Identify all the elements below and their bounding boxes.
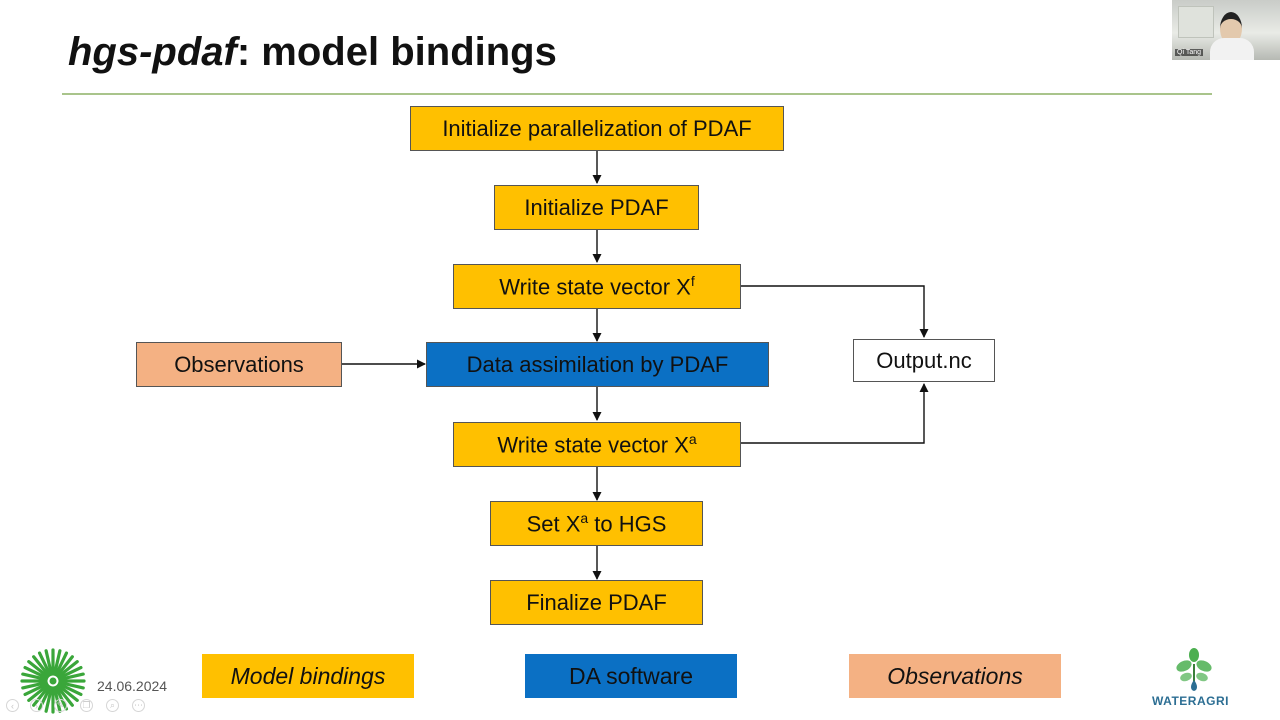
- logo-ray: [23, 665, 49, 680]
- observations-label: Observations: [174, 351, 304, 377]
- set-xa-sup: a: [580, 509, 589, 526]
- set-xa-post: to HGS: [588, 511, 667, 537]
- more-icon[interactable]: ⋯: [132, 699, 145, 712]
- logo-ray: [57, 682, 83, 697]
- set-xa-label: Set Xa to HGS: [527, 510, 667, 537]
- init-parallelization-label: Initialize parallelization of PDAF: [442, 115, 752, 141]
- legend-model-bindings-label: Model bindings: [230, 662, 386, 689]
- write-state-a-sup: a: [688, 430, 697, 447]
- logo-ray: [56, 660, 79, 679]
- write-state-f-text: Write state vector X: [499, 274, 691, 300]
- participant-head: [1220, 12, 1242, 45]
- arrow-write-a-to-output: [741, 383, 929, 444]
- observations-box: Observations: [136, 342, 342, 387]
- wateragri-logo-text: WATERAGRI: [1152, 694, 1229, 708]
- forward-icon[interactable]: ›: [30, 699, 43, 712]
- slide-date: 24.06.2024: [97, 678, 168, 694]
- participant-video[interactable]: Qi Tang: [1172, 0, 1280, 60]
- background-shelf: [1178, 6, 1214, 38]
- logo-ray: [56, 683, 79, 702]
- logo-ray: [27, 660, 50, 679]
- write-state-a-label: Write state vector Xa: [497, 431, 696, 458]
- legend-observations-label: Observations: [887, 662, 1023, 689]
- wateragri-logo-icon: [1176, 648, 1212, 691]
- title-rule: [62, 93, 1212, 95]
- set-xa-pre: Set X: [526, 511, 581, 537]
- data-assimilation-label: Data assimilation by PDAF: [466, 351, 729, 377]
- write-state-a-text: Write state vector X: [497, 432, 689, 458]
- legend-model-bindings: Model bindings: [202, 654, 414, 698]
- output-nc-label: Output.nc: [876, 347, 972, 373]
- participant-torso: [1210, 38, 1254, 60]
- logo-ray: [44, 686, 54, 713]
- init-pdaf-box: Initialize PDAF: [494, 185, 699, 230]
- logo-ray: [44, 649, 54, 676]
- back-icon[interactable]: ‹: [6, 699, 19, 712]
- zoom-icon[interactable]: ⌕: [106, 699, 119, 712]
- write-state-f-label: Write state vector Xf: [499, 273, 694, 300]
- copy-icon[interactable]: ❐: [80, 699, 93, 712]
- logo-ray: [58, 672, 85, 682]
- finalize-pdaf-label: Finalize PDAF: [526, 589, 667, 615]
- write-state-a-box: Write state vector Xa: [453, 422, 741, 467]
- logo-ray: [37, 651, 52, 677]
- logo-ray: [52, 649, 62, 676]
- pen-icon[interactable]: ✎: [54, 699, 67, 712]
- output-nc-box: Output.nc: [853, 339, 995, 382]
- slide-title: hgs-pdaf: model bindings: [68, 30, 557, 75]
- logo-ray: [21, 680, 48, 690]
- title-italic: hgs-pdaf: [68, 30, 237, 74]
- init-pdaf-label: Initialize PDAF: [524, 194, 669, 220]
- legend-da-software-label: DA software: [569, 662, 693, 689]
- set-xa-box: Set Xa to HGS: [490, 501, 703, 546]
- logo-ray: [58, 680, 85, 690]
- write-state-f-box: Write state vector Xf: [453, 264, 741, 309]
- legend-observations: Observations: [849, 654, 1061, 698]
- arrow-write-f-to-output: [741, 285, 929, 338]
- title-rest: : model bindings: [236, 30, 557, 74]
- logo-ray: [57, 665, 83, 680]
- logo-ray: [21, 672, 48, 682]
- logo-ray: [55, 655, 74, 678]
- write-state-f-sup: f: [690, 272, 695, 289]
- logo-ray: [23, 682, 49, 697]
- participant-name: Qi Tang: [1175, 49, 1203, 56]
- finalize-pdaf-box: Finalize PDAF: [490, 580, 703, 625]
- init-parallelization-box: Initialize parallelization of PDAF: [410, 106, 784, 151]
- logo-ray: [54, 651, 69, 677]
- logo-ray: [55, 684, 74, 707]
- data-assimilation-box: Data assimilation by PDAF: [426, 342, 769, 387]
- logo-ray: [32, 655, 51, 678]
- logo-ray: [27, 683, 50, 702]
- legend-da-software: DA software: [525, 654, 737, 698]
